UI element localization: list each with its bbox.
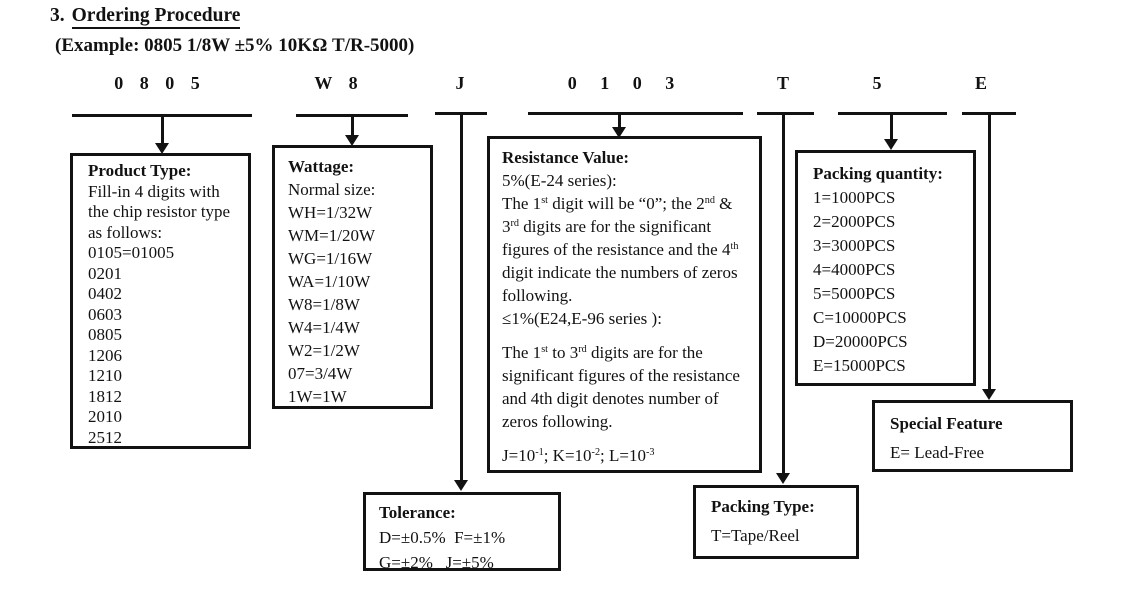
code-wattage: W 8 [314, 73, 358, 93]
list-item: 0603 [88, 304, 122, 324]
arrow-down-icon-special [982, 389, 996, 400]
list-item: 0105=01005 [88, 243, 175, 262]
code-tolerance: J [455, 73, 465, 93]
resistance-multipliers: J=10-1; K=10-2; L=10-3 [502, 446, 655, 465]
list-item: 2010 [88, 407, 122, 426]
list-item: W4=1/4W [288, 318, 360, 337]
example-line: (Example: 0805 1/8W ±5% 10KΩ T/R-5000) [55, 35, 415, 56]
list-item: 1W=1W [288, 387, 347, 406]
list-item: 0805 [88, 325, 122, 344]
list-item: 0201 [88, 263, 122, 283]
box-title: Resistance Value: [502, 148, 630, 167]
list-item: 0402 [88, 284, 122, 303]
code-packing-type: T [776, 73, 790, 93]
underline-resistance-code [528, 112, 743, 115]
tolerance-box: Tolerance: D=±0.5% F=±1% G=±2% J=±5% [363, 492, 561, 571]
section-number: 3. [50, 5, 65, 26]
resistance-series-5pct: 5%(E-24 series): [502, 171, 617, 190]
list-item: 4=4000PCS [813, 260, 896, 279]
arrow-down-icon-packing-qty [884, 139, 898, 150]
packing-type-box: Packing Type: T=Tape/Reel [693, 485, 859, 559]
box-title: Special Feature [890, 414, 1003, 433]
connector-product [161, 114, 164, 145]
section-title: 3. Ordering Procedure [50, 5, 241, 29]
arrow-down-icon-product [155, 143, 169, 154]
list-item: W2=1/2W [288, 341, 360, 360]
arrow-down-icon-tolerance [454, 480, 468, 491]
list-item: 2=2000PCS [813, 212, 896, 231]
code-product-digits: 0 8 0 5 [114, 73, 200, 93]
wattage-list: WH=1/32W WM=1/20W WG=1/16W WA=1/10W W8=1/8W W… [288, 201, 426, 406]
list-item: 1206 [88, 345, 122, 365]
list-item: 3=3000PCS [813, 236, 896, 255]
tolerance-row-1: D=±0.5% F=±1% [379, 528, 506, 547]
box-intro: Normal size: [288, 180, 376, 199]
resistance-paragraph-1: The 1st digit will be “0”; the 2nd & 3rd… [502, 194, 743, 305]
code-packing-qty: 5 [872, 73, 882, 93]
underline-packing-type-code [757, 112, 814, 115]
connector-wattage [351, 114, 354, 137]
list-item: E=15000PCS [813, 356, 906, 375]
list-item: 07=3/4W [288, 364, 353, 383]
box-title: Packing quantity: [813, 164, 943, 183]
special-feature-value: E= Lead-Free [890, 443, 985, 462]
packing-qty-list: 1=1000PCS 2=2000PCS 3=3000PCS 4=4000PCS 5=50… [813, 186, 969, 378]
list-item: D=20000PCS [813, 332, 908, 351]
connector-resistance [618, 112, 621, 129]
packing-quantity-box: Packing quantity: 1=1000PCS 2=2000PCS 3=30… [795, 150, 976, 386]
arrow-down-icon-wattage [345, 135, 359, 146]
list-item: 1=1000PCS [813, 188, 896, 207]
arrow-down-icon-resistance [612, 127, 626, 138]
box-title: Wattage: [288, 157, 355, 176]
list-item: C=10000PCS [813, 308, 907, 327]
connector-packing-type [782, 112, 785, 475]
wattage-box: Wattage: Normal size: WH=1/32W WM=1/20W WG… [272, 145, 433, 409]
packing-type-value: T=Tape/Reel [711, 526, 800, 545]
connector-special [988, 112, 991, 391]
resistance-paragraph-2: The 1st to 3rd digits are for the signif… [502, 343, 745, 431]
list-item: WH=1/32W [288, 203, 373, 222]
list-item: 5=5000PCS [813, 284, 896, 303]
product-type-box: Product Type: Fill-in 4 digits with the … [70, 153, 251, 449]
tolerance-row-2: G=±2% J=±5% [379, 553, 494, 571]
list-item: WM=1/20W [288, 226, 376, 245]
arrow-down-icon-packing-type [776, 473, 790, 484]
section-title-text: Ordering Procedure [71, 5, 241, 29]
code-special-feature: E [974, 73, 988, 93]
connector-packing-qty [890, 112, 893, 141]
box-intro: Fill-in 4 digits with the chip resistor … [88, 181, 235, 242]
list-item: WG=1/16W [288, 249, 373, 268]
list-item: 1812 [88, 386, 122, 406]
special-feature-box: Special Feature E= Lead-Free [872, 400, 1073, 472]
box-title: Packing Type: [711, 497, 815, 516]
connector-tolerance [460, 112, 463, 482]
box-title: Tolerance: [379, 503, 456, 522]
code-resistance-digits: 0 1 0 3 [567, 73, 675, 93]
box-title: Product Type: [88, 161, 192, 180]
list-item: 2512 [88, 427, 122, 447]
list-item: 1210 [88, 366, 122, 385]
list-item: W8=1/8W [288, 295, 360, 314]
resistance-series-1pct: ≤1%(E24,E-96 series ): [502, 309, 662, 328]
list-item: WA=1/10W [288, 272, 371, 291]
resistance-value-box: Resistance Value: 5%(E-24 series): The 1… [487, 136, 762, 473]
